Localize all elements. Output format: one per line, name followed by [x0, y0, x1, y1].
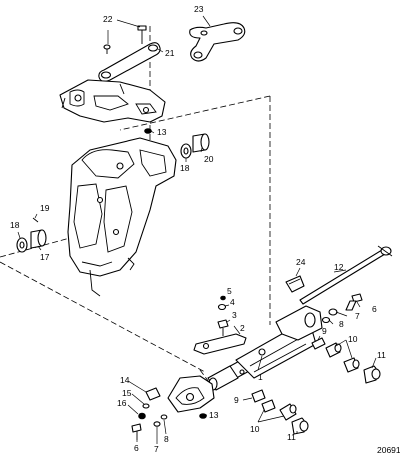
- callout-5: 5: [227, 286, 232, 296]
- steering-cylinder: [207, 305, 323, 391]
- callout-8-lower: 8: [164, 434, 169, 444]
- callout-1: 1: [258, 372, 263, 382]
- washer-18-upper: [180, 143, 192, 159]
- callout-15: 15: [122, 388, 132, 398]
- cap-11-right: [363, 365, 381, 384]
- callout-24: 24: [296, 257, 306, 267]
- washer-7-right: [328, 308, 338, 316]
- callout-9-lower: 9: [234, 395, 239, 405]
- callout-10-lower: 10: [250, 424, 260, 434]
- callout-7-lower: 7: [154, 444, 159, 454]
- callout-10-right: 10: [348, 334, 358, 344]
- pin-19: [32, 217, 39, 223]
- callout-18-upper: 18: [180, 163, 190, 173]
- cap-11-lower: [291, 417, 309, 435]
- callout-labels: 22 21 23 13 20 18 19 18 17 24 12 5 4 3 2…: [10, 4, 386, 454]
- callout-9-right: 9: [322, 326, 327, 336]
- tie-bar-rod: [299, 245, 393, 305]
- anchor-bracket: [167, 375, 215, 413]
- fitting-10-right-a: [325, 342, 342, 358]
- bushing-17: [30, 229, 47, 249]
- callout-13-upper: 13: [157, 127, 167, 137]
- washer-8-right: [321, 316, 331, 324]
- bolt-3: [217, 319, 229, 336]
- washer-4: [217, 303, 227, 311]
- callout-12: 12: [334, 262, 344, 272]
- callout-3: 3: [232, 310, 237, 320]
- fitting-9-lower: [251, 389, 266, 403]
- bushing-20: [192, 133, 210, 153]
- leader-lines: [17, 15, 377, 444]
- callout-20: 20: [204, 154, 214, 164]
- callout-6-right: 6: [372, 304, 377, 314]
- washer-15: [142, 403, 150, 409]
- callout-22: 22: [103, 14, 113, 24]
- bolt-6-right: [345, 293, 363, 311]
- callout-11-right: 11: [377, 350, 386, 360]
- mount-plate-2: [193, 333, 247, 355]
- tiller-arm: [189, 22, 246, 62]
- callout-17: 17: [40, 252, 50, 262]
- callout-11-lower: 11: [287, 432, 296, 442]
- callout-18-left: 18: [10, 220, 20, 230]
- washer-7-lower: [153, 421, 161, 427]
- fitting-9-right: [311, 337, 326, 350]
- fitting-10-lower-a: [261, 399, 276, 413]
- swivel-bracket-body: [67, 137, 177, 297]
- callout-21: 21: [165, 48, 175, 58]
- steering-link-arm: [98, 42, 161, 83]
- fitting-10-lower-b: [279, 403, 297, 421]
- fitting-10-right-b: [343, 357, 360, 373]
- clip-14: [145, 387, 161, 401]
- nut-13-lower: [199, 413, 207, 419]
- callout-19: 19: [40, 203, 50, 213]
- figure-number: 20691: [377, 445, 400, 455]
- washer-18-left: [16, 237, 28, 253]
- arm-bolt: [137, 25, 147, 44]
- callout-6-lower: 6: [134, 443, 139, 453]
- callout-2: 2: [240, 323, 245, 333]
- nut-13-upper: [144, 128, 152, 134]
- small-washer: [103, 44, 111, 54]
- callout-14: 14: [120, 375, 130, 385]
- callout-8-right: 8: [339, 319, 344, 329]
- upper-mount-bracket: [59, 79, 166, 123]
- nut-16: [138, 412, 146, 420]
- callout-4: 4: [230, 297, 235, 307]
- fitting-cap-24: [285, 275, 305, 293]
- callout-16: 16: [117, 398, 127, 408]
- bolt-6-lower: [131, 423, 142, 440]
- callout-7-right: 7: [355, 311, 360, 321]
- callout-13-lower: 13: [209, 410, 219, 420]
- washer-8-lower: [160, 414, 168, 420]
- callout-23: 23: [194, 4, 204, 14]
